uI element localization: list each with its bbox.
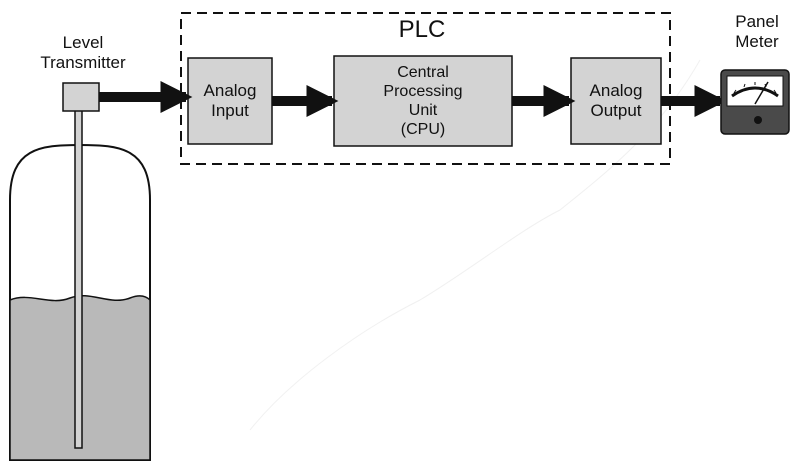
- meter-needle: [754, 81, 769, 105]
- meter-knob: [754, 116, 762, 124]
- watermark: [249, 59, 701, 431]
- level-probe: [74, 109, 83, 449]
- transmitter-icon: [62, 82, 100, 112]
- analog-output-box: [570, 57, 662, 145]
- level-transmitter-label: Level Transmitter: [40, 33, 126, 72]
- analog-input-label: Analog Input: [203, 81, 257, 120]
- cpu-label: Central Processing Unit (CPU): [383, 64, 463, 138]
- analog-output-label: Analog Output: [589, 81, 643, 120]
- plc-title: PLC: [398, 16, 446, 43]
- panel-meter-icon: [720, 69, 790, 135]
- panel-meter-label: Panel Meter: [735, 12, 779, 51]
